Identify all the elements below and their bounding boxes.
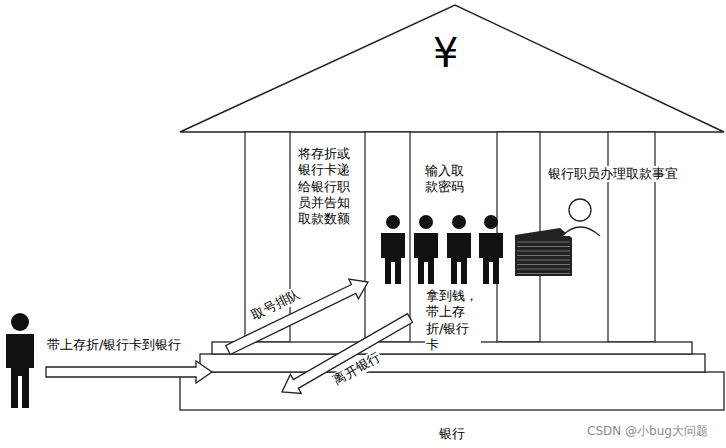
yen-symbol: ¥ [432, 28, 459, 78]
hollow-arrow [226, 279, 368, 354]
watermark: CSDN @小bug大问题 [586, 424, 709, 439]
step-text: 带上存折/银行卡到银行 [46, 337, 182, 353]
step-text: 将存折或银行卡递给银行职员并告知取款数额 [297, 146, 361, 227]
step-text: 输入取款密码 [424, 163, 472, 196]
customer-person [6, 313, 34, 408]
queue-people [381, 215, 503, 284]
step-text: 拿到钱，带上存折/银行卡 [425, 288, 481, 353]
step-text: 银行职员办理取款事宜 [547, 166, 679, 182]
hollow-arrow [46, 361, 212, 383]
bank-roof [180, 5, 724, 132]
hollow-arrow [282, 314, 413, 394]
bank-clerk [562, 199, 600, 236]
caption: 银行 [438, 426, 466, 442]
flow-arrows [46, 279, 413, 393]
